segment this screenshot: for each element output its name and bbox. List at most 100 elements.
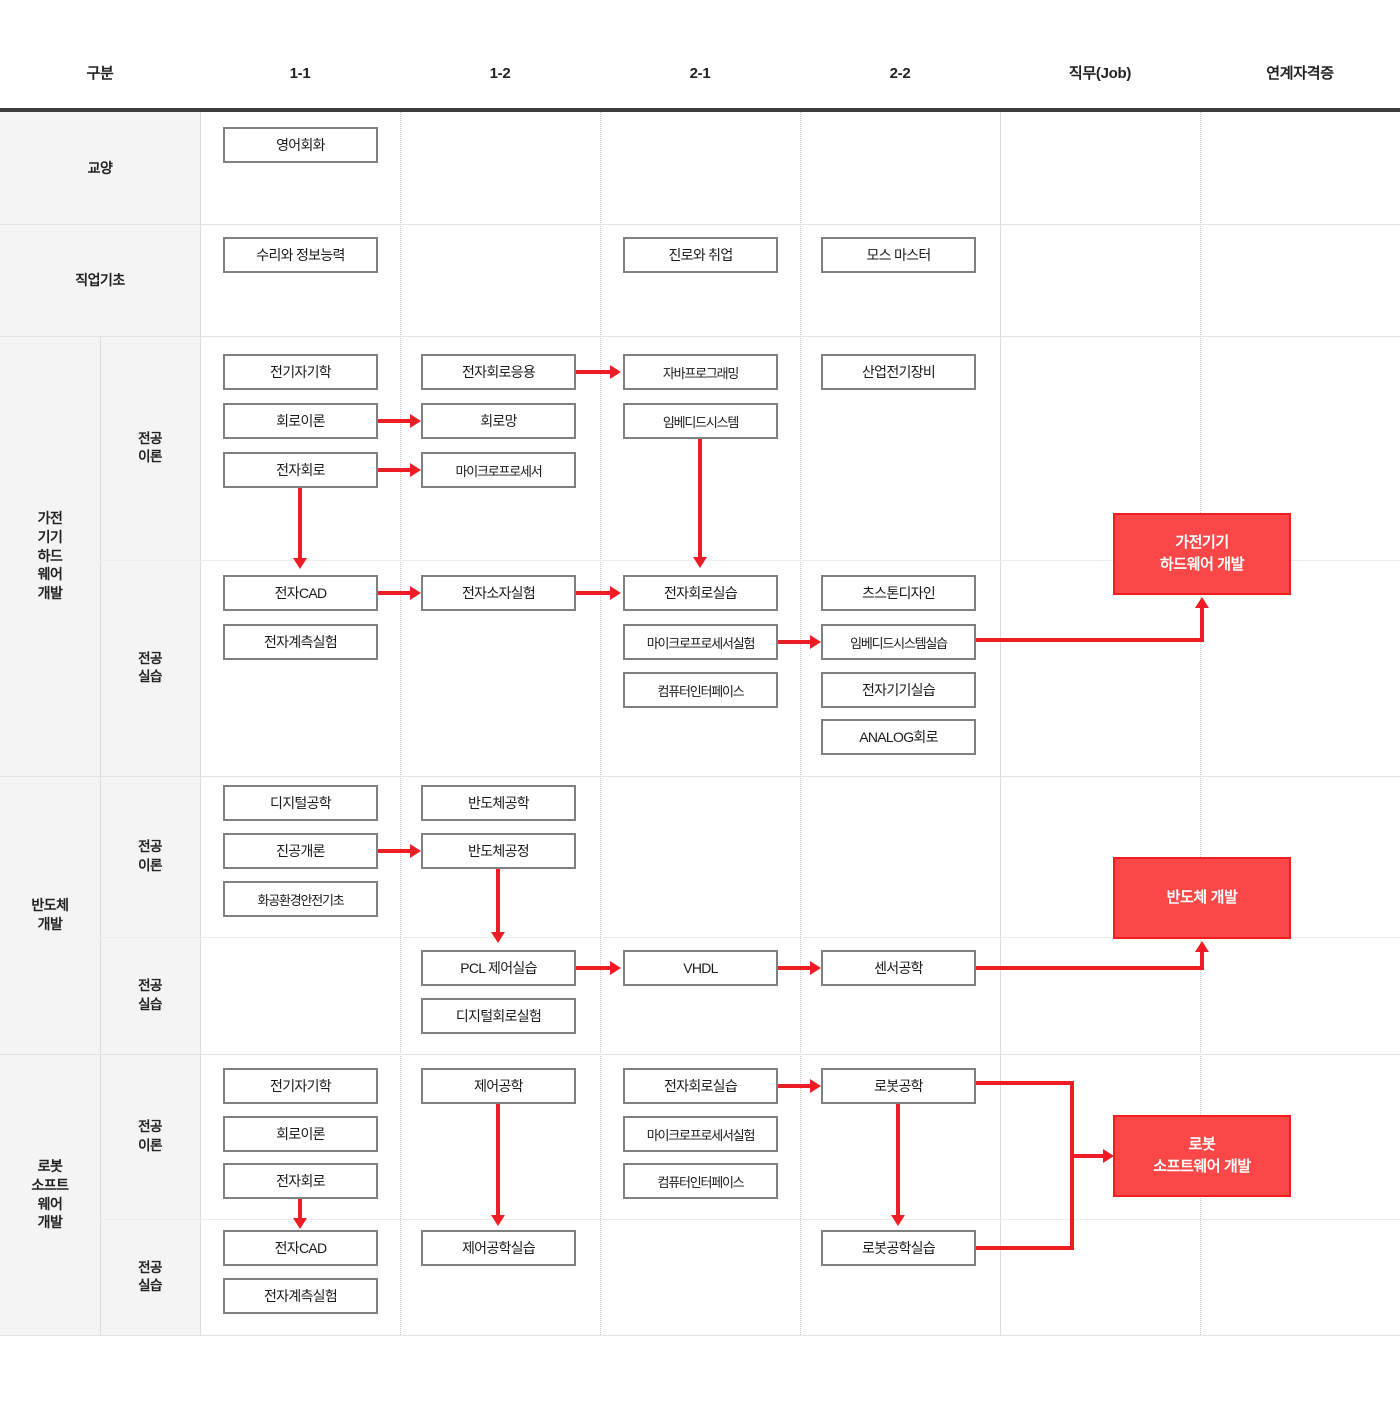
course-microprocessor-lab-1[interactable]: 마이크로프로세서실험 xyxy=(623,624,778,660)
column-header-1-1: 1-1 xyxy=(289,65,311,82)
job-box-robot-software[interactable]: 로봇 소프트웨어 개발 xyxy=(1113,1115,1291,1197)
conn-sensor-to-job2 xyxy=(976,966,1204,970)
conn-circuittheory-to-network xyxy=(378,419,412,423)
course-industrial-electric[interactable]: 산업전기장비 xyxy=(821,354,976,390)
conn-pcl-to-vhdl xyxy=(576,966,612,970)
course-english[interactable]: 영어회화 xyxy=(223,127,378,163)
conn-embedlab-to-job1 xyxy=(976,638,1204,642)
hline-inner-560 xyxy=(100,560,1400,561)
hline-inner-937 xyxy=(100,937,1400,938)
arrowhead-robot-to-robotlab xyxy=(891,1215,905,1226)
vline-400 xyxy=(400,112,401,1335)
sub-label-practice-1: 전공 실습 xyxy=(100,560,200,776)
course-math-info[interactable]: 수리와 정보능력 xyxy=(223,237,378,273)
course-ecad-2[interactable]: 전자CAD xyxy=(223,1230,378,1266)
course-capstone-design[interactable]: 츠스톤디자인 xyxy=(821,575,976,611)
hline-inner-1219 xyxy=(100,1219,1400,1220)
arrowhead-ecirc-to-micro xyxy=(410,463,421,477)
course-computer-interface-1[interactable]: 컴퓨터인터페이스 xyxy=(623,672,778,708)
conn-microlab-to-embedlab xyxy=(778,640,812,644)
conn-merge-to-job3 xyxy=(1070,1154,1110,1158)
arrowhead-vacuum-to-semiproc xyxy=(410,844,421,858)
course-mos-master[interactable]: 모스 마스터 xyxy=(821,237,976,273)
course-circuit-lab-1[interactable]: 전자회로실습 xyxy=(623,575,778,611)
hline-1054 xyxy=(0,1054,1400,1055)
conn-control-to-controllab xyxy=(496,1104,500,1220)
column-header-cert: 연계자격증 xyxy=(1266,65,1334,82)
arrowhead-vhdl-to-sensor xyxy=(810,961,821,975)
course-electronic-measure-1[interactable]: 전자계측실험 xyxy=(223,624,378,660)
hline-776 xyxy=(0,776,1400,777)
course-control-engineering-lab[interactable]: 제어공학실습 xyxy=(421,1230,576,1266)
course-career-job[interactable]: 진로와 취업 xyxy=(623,237,778,273)
column-header-2-2: 2-2 xyxy=(889,65,911,82)
group-label-robot-software: 로봇 소프트 웨어 개발 xyxy=(0,1054,100,1335)
arrowhead-embedded-to-circlab xyxy=(693,557,707,568)
arrowhead-ecad-to-devicelab xyxy=(410,586,421,600)
course-vacuum-intro[interactable]: 진공개론 xyxy=(223,833,378,869)
course-semiconductor-engineering[interactable]: 반도체공학 xyxy=(421,785,576,821)
vline-100 xyxy=(100,336,101,1335)
course-electronic-device-lab[interactable]: 전자소자실험 xyxy=(421,575,576,611)
job-box-home-appliance-hardware[interactable]: 가전기기 하드웨어 개발 xyxy=(1113,513,1291,595)
course-robot-engineering-lab[interactable]: 로봇공학실습 xyxy=(821,1230,976,1266)
sub-label-theory-1: 전공 이론 xyxy=(100,336,200,560)
course-embedded-system[interactable]: 임베디드시스템 xyxy=(623,403,778,439)
course-electromagnetics-1[interactable]: 전기자기학 xyxy=(223,354,378,390)
course-robot-engineering[interactable]: 로봇공학 xyxy=(821,1068,976,1104)
arrowhead-ecirc2-to-ecad2 xyxy=(293,1218,307,1229)
vline-800 xyxy=(800,112,801,1335)
conn-circlab2-to-robot xyxy=(778,1084,812,1088)
course-electronic-circuit-app[interactable]: 전자회로응용 xyxy=(421,354,576,390)
course-microprocessor-lab-2[interactable]: 마이크로프로세서실험 xyxy=(623,1116,778,1152)
course-analog-circuit[interactable]: ANALOG회로 xyxy=(821,719,976,755)
arrowhead-circuittheory-to-network xyxy=(410,414,421,428)
course-electronic-circuit-1[interactable]: 전자회로 xyxy=(223,452,378,488)
column-header-2-1: 2-1 xyxy=(689,65,711,82)
course-microprocessor[interactable]: 마이크로프로세서 xyxy=(421,452,576,488)
course-digital-engineering[interactable]: 디지털공학 xyxy=(223,785,378,821)
course-electromagnetics-2[interactable]: 전기자기학 xyxy=(223,1068,378,1104)
course-electronic-device-practice[interactable]: 전자기기실습 xyxy=(821,672,976,708)
course-vhdl[interactable]: VHDL xyxy=(623,950,778,986)
course-ecad-1[interactable]: 전자CAD xyxy=(223,575,378,611)
column-header-1-2: 1-2 xyxy=(489,65,511,82)
course-control-engineering[interactable]: 제어공학 xyxy=(421,1068,576,1104)
job-box-semiconductor[interactable]: 반도체 개발 xyxy=(1113,857,1291,939)
course-electronic-circuit-2[interactable]: 전자회로 xyxy=(223,1163,378,1199)
course-pcl-control-lab[interactable]: PCL 제어실습 xyxy=(421,950,576,986)
course-embedded-system-lab[interactable]: 임베디드시스템실습 xyxy=(821,624,976,660)
conn-vacuum-to-semiproc xyxy=(378,849,412,853)
row-label-jikeopgicho: 직업기초 xyxy=(0,224,200,336)
column-header-job: 직무(Job) xyxy=(1068,65,1132,82)
conn-embedded-to-circlab xyxy=(698,439,702,559)
course-semiconductor-process[interactable]: 반도체공정 xyxy=(421,833,576,869)
vline-1000 xyxy=(1000,112,1001,1335)
course-network[interactable]: 회로망 xyxy=(421,403,576,439)
course-java-programming[interactable]: 자바프로그래밍 xyxy=(623,354,778,390)
arrowhead-to-job2 xyxy=(1195,941,1209,952)
course-circuit-lab-2[interactable]: 전자회로실습 xyxy=(623,1068,778,1104)
sub-label-theory-3: 전공 이론 xyxy=(100,1054,200,1219)
conn-robot-to-merge xyxy=(976,1081,1074,1085)
sub-label-theory-2: 전공 이론 xyxy=(100,776,200,937)
conn-sensor-to-job2-riser xyxy=(1200,952,1204,968)
course-chemical-safety[interactable]: 화공환경안전기초 xyxy=(223,881,378,917)
course-sensor-engineering[interactable]: 센서공학 xyxy=(821,950,976,986)
arrowhead-microlab-to-embedlab xyxy=(810,635,821,649)
conn-vhdl-to-sensor xyxy=(778,966,812,970)
course-electronic-measure-2[interactable]: 전자계측실험 xyxy=(223,1278,378,1314)
sub-label-practice-2: 전공 실습 xyxy=(100,937,200,1054)
conn-ecircapp-to-java xyxy=(576,370,612,374)
conn-merge-riser xyxy=(1070,1081,1074,1250)
arrowhead-ecircapp-to-java xyxy=(610,365,621,379)
group-label-semiconductor: 반도체 개발 xyxy=(0,776,100,1054)
vline-1200 xyxy=(1200,112,1201,1335)
conn-ecirc-to-micro xyxy=(378,468,412,472)
course-computer-interface-2[interactable]: 컴퓨터인터페이스 xyxy=(623,1163,778,1199)
course-circuit-theory-2[interactable]: 회로이론 xyxy=(223,1116,378,1152)
vline-200 xyxy=(200,112,201,1335)
course-digital-circuit-lab[interactable]: 디지털회로실험 xyxy=(421,998,576,1034)
course-circuit-theory-1[interactable]: 회로이론 xyxy=(223,403,378,439)
conn-ecirc-to-ecad xyxy=(298,488,302,560)
